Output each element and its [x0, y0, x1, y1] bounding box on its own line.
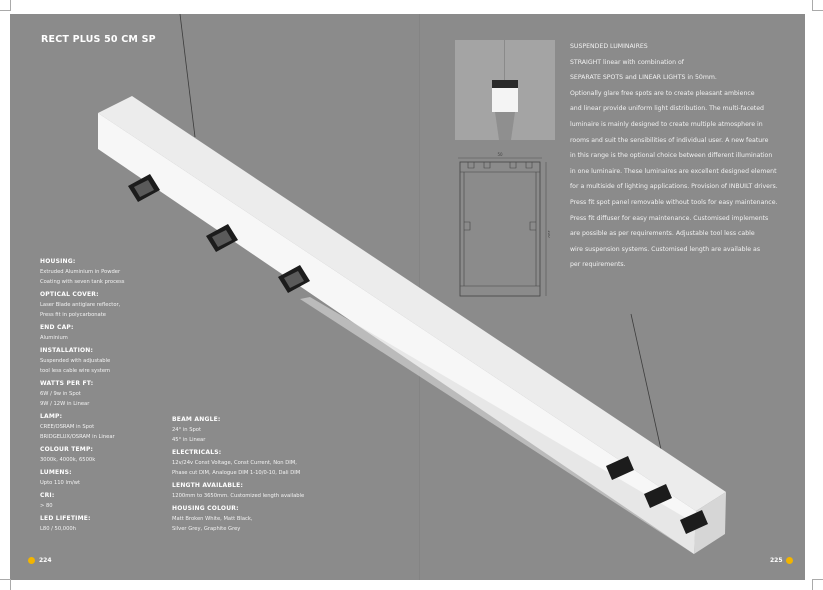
spec-value: L80 / 50,000h	[40, 526, 76, 532]
spec-value: Matt Broken White, Matt Black, Silver Gr…	[172, 516, 253, 532]
width-dimension-label: 50	[497, 152, 503, 157]
profile-outline	[459, 161, 541, 297]
description-line: are possible as per requirements. Adjust…	[570, 230, 755, 238]
spec-value: CREE/OSRAM in Spot BRIDGELUX/OSRAM in Li…	[40, 424, 115, 440]
spec-block: Colour temp: 3000k, 4000k, 6500k	[40, 446, 180, 465]
spec-value: Upto 110 lm/wt	[40, 480, 81, 486]
crop-mark	[0, 0, 11, 11]
spec-heading: Length available:	[172, 482, 244, 489]
description-line: STRAIGHT linear with combination of	[570, 58, 684, 66]
spec-block: Beam angle: 24° in Spot 45° in Linear	[172, 416, 342, 445]
spec-heading: Housing colour:	[172, 505, 239, 512]
spec-heading: Lumens:	[40, 469, 72, 476]
spec-block: Length available: 1200mm to 3650mm. Custo…	[172, 482, 342, 501]
spec-block: Lamp: CREE/OSRAM in Spot BRIDGELUX/OSRAM …	[40, 413, 180, 442]
spec-heading: Colour temp:	[40, 446, 94, 453]
spec-heading: Installation:	[40, 347, 94, 354]
description-line: per requirements.	[570, 261, 626, 269]
crop-mark	[812, 0, 823, 11]
spec-value: 12v/24v Const Voltage, Const Current, No…	[172, 460, 301, 476]
spec-value: 24° in Spot 45° in Linear	[172, 427, 206, 443]
description-line: luminaire is mainly designed to create m…	[570, 120, 763, 128]
crop-mark	[0, 579, 11, 590]
description-line: for a multiside of lighting applications…	[570, 183, 778, 191]
profile-black-top	[492, 80, 518, 88]
luminaire-render	[98, 14, 726, 554]
description-line: SEPARATE SPOTS and LINEAR LIGHTS in 50mm…	[570, 74, 717, 82]
spec-block: Installation: Suspended with adjustable t…	[40, 347, 180, 376]
spec-heading: End cap:	[40, 324, 74, 331]
suspension-cable-left	[179, 14, 196, 138]
spec-value: 1200mm to 3650mm. Customized length avai…	[172, 493, 305, 499]
profile-shadow	[495, 112, 515, 140]
spec-value: 6W / 9w in Spot 9W / 12W in Linear	[40, 391, 90, 407]
spec-heading: Optical cover:	[40, 291, 99, 298]
spec-heading: Watts per ft:	[40, 380, 94, 387]
spec-block: End cap: Aluminium	[40, 324, 180, 343]
luminaire-shadow	[300, 297, 696, 554]
description-line: rooms and suit the sensibilities of indi…	[570, 136, 769, 144]
spec-value: > 80	[40, 503, 53, 509]
spec-column-left: Housing: Extruded Aluminium in Powder Coa…	[40, 258, 180, 538]
spec-heading: Housing:	[40, 258, 76, 265]
height-dimension-label: 100	[547, 230, 550, 238]
cable-in-photo	[504, 40, 505, 80]
description-line: Press fit diffuser for easy maintenance.…	[570, 214, 769, 222]
description-line: in one luminaire. These luminaires are e…	[570, 167, 777, 175]
description-line: wire suspension systems. Customised leng…	[570, 245, 761, 253]
spec-value: Aluminium	[40, 335, 68, 341]
page-dot-left	[28, 557, 35, 564]
description-line: Press fit spot panel removable without t…	[570, 198, 778, 206]
spec-heading: Electricals:	[172, 449, 222, 456]
spec-block: CRI: > 80	[40, 492, 180, 511]
brochure-spread: RECT PLUS 50 CM SP	[10, 14, 805, 580]
luminaire-top-face	[98, 96, 726, 511]
spec-block: Housing colour: Matt Broken White, Matt B…	[172, 505, 342, 534]
description-line: SUSPENDED LUMINAIRES	[570, 43, 648, 50]
product-title: RECT PLUS 50 CM SP	[41, 34, 156, 45]
luminaire-end-cap	[694, 492, 726, 554]
spec-block: Housing: Extruded Aluminium in Powder Coa…	[40, 258, 180, 287]
spec-heading: Lamp:	[40, 413, 63, 420]
description-line: in this range is the optional choice bet…	[570, 152, 773, 160]
page-number-left: 224	[39, 557, 52, 564]
spec-block: Electricals: 12v/24v Const Voltage, Const…	[172, 449, 342, 478]
profile-technical-drawing: 50 100	[458, 152, 550, 297]
spec-value: 3000k, 4000k, 6500k	[40, 457, 96, 463]
crop-mark	[812, 579, 823, 590]
description-line: and linear provide uniform light distrib…	[570, 105, 764, 113]
page-dot-right	[786, 557, 793, 564]
spec-value: Suspended with adjustable tool less cabl…	[40, 358, 111, 374]
spec-block: Lumens: Upto 110 lm/wt	[40, 469, 180, 488]
spec-block: LED lifetime: L80 / 50,000h	[40, 515, 180, 534]
spec-column-middle: Beam angle: 24° in Spot 45° in LinearElec…	[172, 416, 342, 538]
spec-block: Optical cover: Laser Blade antiglare refl…	[40, 291, 180, 320]
spec-block: Watts per ft: 6W / 9w in Spot 9W / 12W in…	[40, 380, 180, 409]
spec-heading: CRI:	[40, 492, 55, 499]
spec-value: Extruded Aluminium in Powder Coating wit…	[40, 269, 125, 285]
description-line: Optionally glare free spots are to creat…	[570, 89, 755, 97]
suspension-cable-right	[630, 313, 663, 455]
spec-value: Laser Blade antiglare reflector, Press f…	[40, 302, 121, 318]
product-photo	[455, 40, 555, 140]
product-description: SUSPENDED LUMINAIRES STRAIGHT linear with…	[570, 39, 810, 273]
spec-heading: Beam angle:	[172, 416, 221, 423]
spec-heading: LED lifetime:	[40, 515, 91, 522]
page-number-right: 225	[770, 557, 783, 564]
